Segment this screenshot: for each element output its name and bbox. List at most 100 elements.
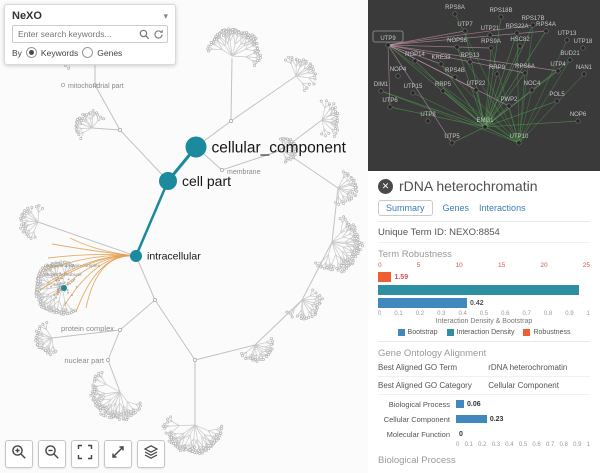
network-node-UTP9[interactable] [385,42,391,48]
network-node-label: UTP5 [444,134,460,140]
tree-minor-label: ribosomal subunit [44,272,82,278]
network-node-NOP56[interactable] [454,44,460,50]
network-node-label: RPS13 [460,53,480,59]
zoom-out-button[interactable] [38,440,66,468]
network-node-label: HSC82 [510,37,530,43]
radio-label-keywords: Keywords [40,47,79,58]
network-node-HSC82[interactable] [517,43,523,49]
network-node-label: RPS22A [505,24,528,30]
zoom-in-button[interactable] [5,440,33,468]
search-field [12,25,168,43]
network-node-UTP7[interactable] [462,28,468,34]
network-node-UTP8[interactable] [425,118,431,124]
fit-to-screen-button[interactable] [71,440,99,468]
network-node-UTP15[interactable] [410,90,416,96]
search-by-label: By [12,47,22,58]
tree-node-label: cellular_component [212,139,347,156]
tree-node-label: intracellular [147,251,201,263]
network-node-label: RPS17B [521,16,544,22]
tab-interactions[interactable]: Interactions [479,203,526,213]
network-node-label: PWP2 [500,97,518,103]
network-node-UTP18[interactable] [580,45,586,51]
network-node-RPS4A[interactable] [543,28,549,34]
biological-process-section-title: Biological Process [378,455,456,466]
network-node-NOP14[interactable] [412,58,418,64]
tree-node-cellular_component[interactable] [185,136,207,158]
network-node-label: NOP56 [447,38,467,44]
network-node-KRE33[interactable] [438,61,444,67]
network-node-RPS4B[interactable] [452,74,458,80]
network-node-UTP22[interactable] [473,87,479,93]
network-node-UTP5[interactable] [449,140,455,146]
network-node-label: UTP15 [404,84,423,90]
network-node-RPS18B[interactable] [498,14,504,20]
network-node-UTP21[interactable] [487,32,493,38]
network-node-UTP4[interactable] [555,68,561,74]
network-node-label: UTP21 [481,26,500,32]
network-node-label: UTP4 [550,62,566,68]
network-node-RPS9A[interactable] [488,45,494,51]
search-input[interactable] [16,28,136,40]
robustness-section-title: Term Robustness [378,249,452,260]
network-node-label: UTP10 [510,134,529,140]
network-node-DIM1[interactable] [378,88,384,94]
legend-interaction-density: Interaction Density [446,329,514,336]
network-node-RPS6A[interactable] [522,70,528,76]
network-node-label: POL5 [549,92,565,98]
app-title: NeXO [12,10,42,22]
layers-icon [143,444,159,465]
bar-robustness: 1.59 [378,272,590,282]
radio-genes[interactable] [82,47,94,58]
reset-search-icon[interactable] [153,29,164,40]
network-node-BUD21[interactable] [567,57,573,63]
network-node-UTP10[interactable] [516,140,522,146]
tab-summary[interactable]: Summary [378,200,433,216]
legend-robustness: Robustness [523,329,570,336]
tree-node-cell-part[interactable] [159,172,177,190]
network-node-UTP13[interactable] [564,37,570,43]
network-node-label: RPS8A [445,5,465,11]
network-node-NAN1[interactable] [581,71,587,77]
crossed-arrows-icon [110,444,126,465]
network-node-NOC4[interactable] [529,87,535,93]
network-node-PWP2[interactable] [506,103,512,109]
radio-keywords[interactable] [25,47,37,58]
network-node-NOP6[interactable] [575,118,581,124]
reset-layout-button[interactable] [104,440,132,468]
network-node-RPS13[interactable] [467,59,473,65]
close-button[interactable]: ✕ [378,178,393,194]
term-title: rDNA heterochromatin [399,178,538,194]
layers-button[interactable] [137,440,165,468]
network-node-label: RPS4B [445,68,465,74]
network-node-RRP5[interactable] [440,88,446,94]
tree-node-label: cell part [182,173,231,189]
network-node-NOP4[interactable] [395,73,401,79]
network-node-RRP9[interactable] [494,71,500,77]
search-icon[interactable] [139,29,150,40]
tab-genes[interactable]: Genes [442,203,470,213]
tree-node-intracellular[interactable] [130,250,142,262]
chevron-down-icon[interactable]: ▾ [163,10,168,21]
network-node-UTP6[interactable] [387,104,393,110]
network-node-RPS22A[interactable] [514,30,520,36]
network-node-label: DIM1 [374,82,389,88]
network-node-label: NOP14 [405,52,425,58]
network-node-RPS17B[interactable] [530,22,536,28]
network-node-RPS8A[interactable] [452,11,458,17]
network-node-EMG1[interactable] [482,124,488,130]
network-node-POL5[interactable] [554,98,560,104]
network-node-label: NOC4 [524,81,541,87]
